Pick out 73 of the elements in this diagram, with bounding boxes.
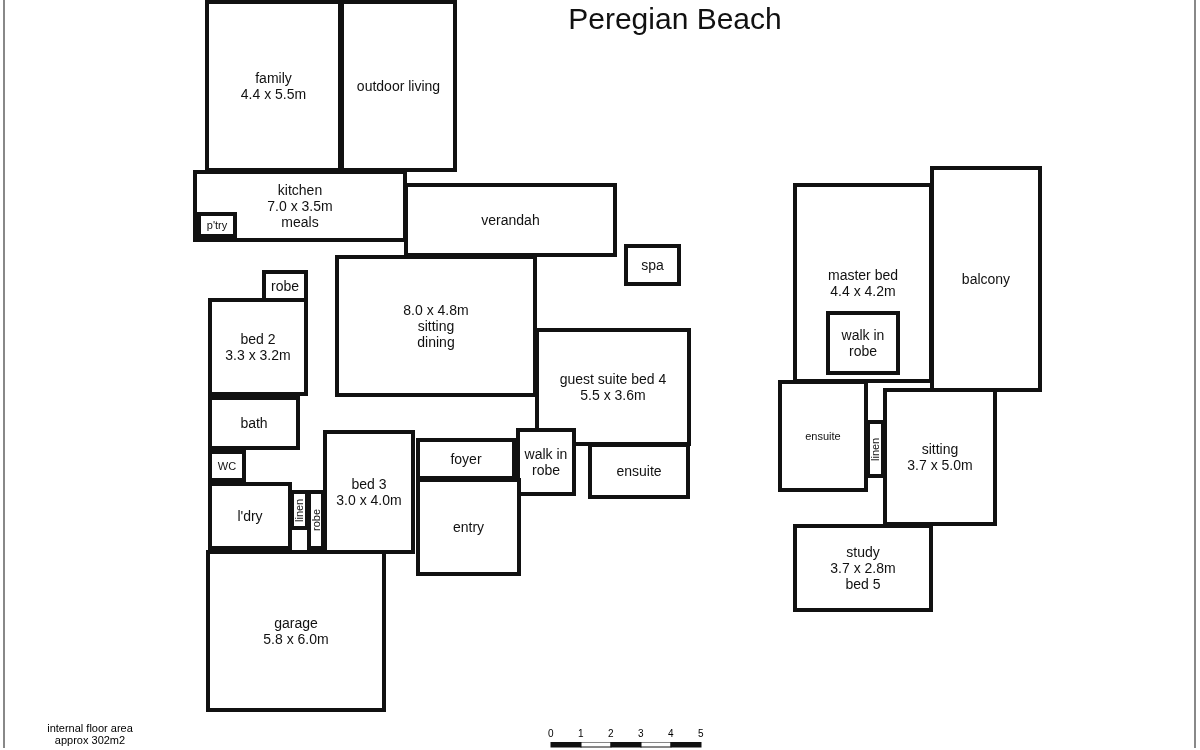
room-label: 5.8 x 6.0m <box>263 631 329 648</box>
room-label: dining <box>417 334 455 351</box>
room-label: entry <box>452 518 485 536</box>
scale-number: 5 <box>698 728 704 739</box>
room <box>793 183 933 383</box>
room-label: foyer <box>450 450 482 468</box>
scale-number: 4 <box>668 728 674 739</box>
room-label: guest suite bed 4 <box>559 370 667 387</box>
room-label: 5.5 x 3.6m <box>580 387 646 404</box>
room <box>516 428 576 496</box>
room <box>404 183 617 257</box>
room <box>624 244 681 286</box>
room <box>208 298 308 396</box>
room-label: 8.0 x 4.8m <box>403 301 469 318</box>
room-label: walk in robe <box>840 326 886 360</box>
room <box>826 311 900 375</box>
room <box>193 170 407 242</box>
room-label: 7.0 x 3.5m <box>267 197 333 215</box>
room-label: 3.7 x 2.8m <box>830 559 896 577</box>
room <box>588 443 690 499</box>
floor-area-note: internal floor area approx 302m2 <box>46 722 134 747</box>
room-label: linen <box>293 498 306 522</box>
room-label: WC <box>217 459 237 473</box>
scale-number: 2 <box>608 728 614 739</box>
room <box>205 0 342 172</box>
scale-number: 3 <box>638 728 644 739</box>
room <box>208 482 292 550</box>
room <box>307 490 325 550</box>
room <box>206 550 386 712</box>
room-label: garage <box>274 614 318 631</box>
room-label: 4.4 x 5.5m <box>240 86 307 103</box>
room-label: bath <box>240 414 268 432</box>
room-label: kitchen <box>277 181 323 198</box>
room-label: sitting <box>417 317 455 335</box>
room <box>883 388 997 526</box>
room <box>930 166 1042 392</box>
title: Peregian Beach <box>567 2 783 36</box>
room-label: meals <box>281 214 319 231</box>
room-label: 4.4 x 4.2m <box>830 283 896 300</box>
room <box>416 478 521 576</box>
room-label: family <box>255 69 292 86</box>
room-label: sitting <box>921 440 959 457</box>
room-label: bed 5 <box>845 576 881 593</box>
room <box>866 420 885 478</box>
room-label: balcony <box>961 270 1011 288</box>
room-label: 3.3 x 3.2m <box>225 347 291 364</box>
room-label: ensuite <box>805 429 841 443</box>
room-label: outdoor living <box>356 77 441 95</box>
room-label: ensuite <box>616 462 662 480</box>
room-label: p'try <box>206 218 228 232</box>
room-label: 3.0 x 4.0m <box>336 492 402 509</box>
room-label: l'dry <box>237 507 263 525</box>
room <box>323 430 415 554</box>
room-label: spa <box>641 256 664 274</box>
room <box>535 328 691 446</box>
room-label: verandah <box>481 211 540 229</box>
room-label: bed 3 <box>351 475 387 492</box>
scale-number: 0 <box>548 728 554 739</box>
room-label: linen <box>869 437 882 461</box>
room <box>335 255 537 397</box>
room <box>208 396 300 450</box>
room-label: robe <box>309 509 323 531</box>
room-label: walk in robe <box>523 445 569 479</box>
scale-number: 1 <box>578 728 584 739</box>
room-label: master bed <box>827 266 898 283</box>
room-label: bed 2 <box>240 330 276 347</box>
room <box>793 524 933 612</box>
room-label: study <box>846 543 880 560</box>
room-label: robe <box>271 277 299 295</box>
room-label: 3.7 x 5.0m <box>907 457 973 474</box>
room <box>340 0 457 172</box>
room <box>778 380 868 492</box>
room <box>416 438 516 480</box>
